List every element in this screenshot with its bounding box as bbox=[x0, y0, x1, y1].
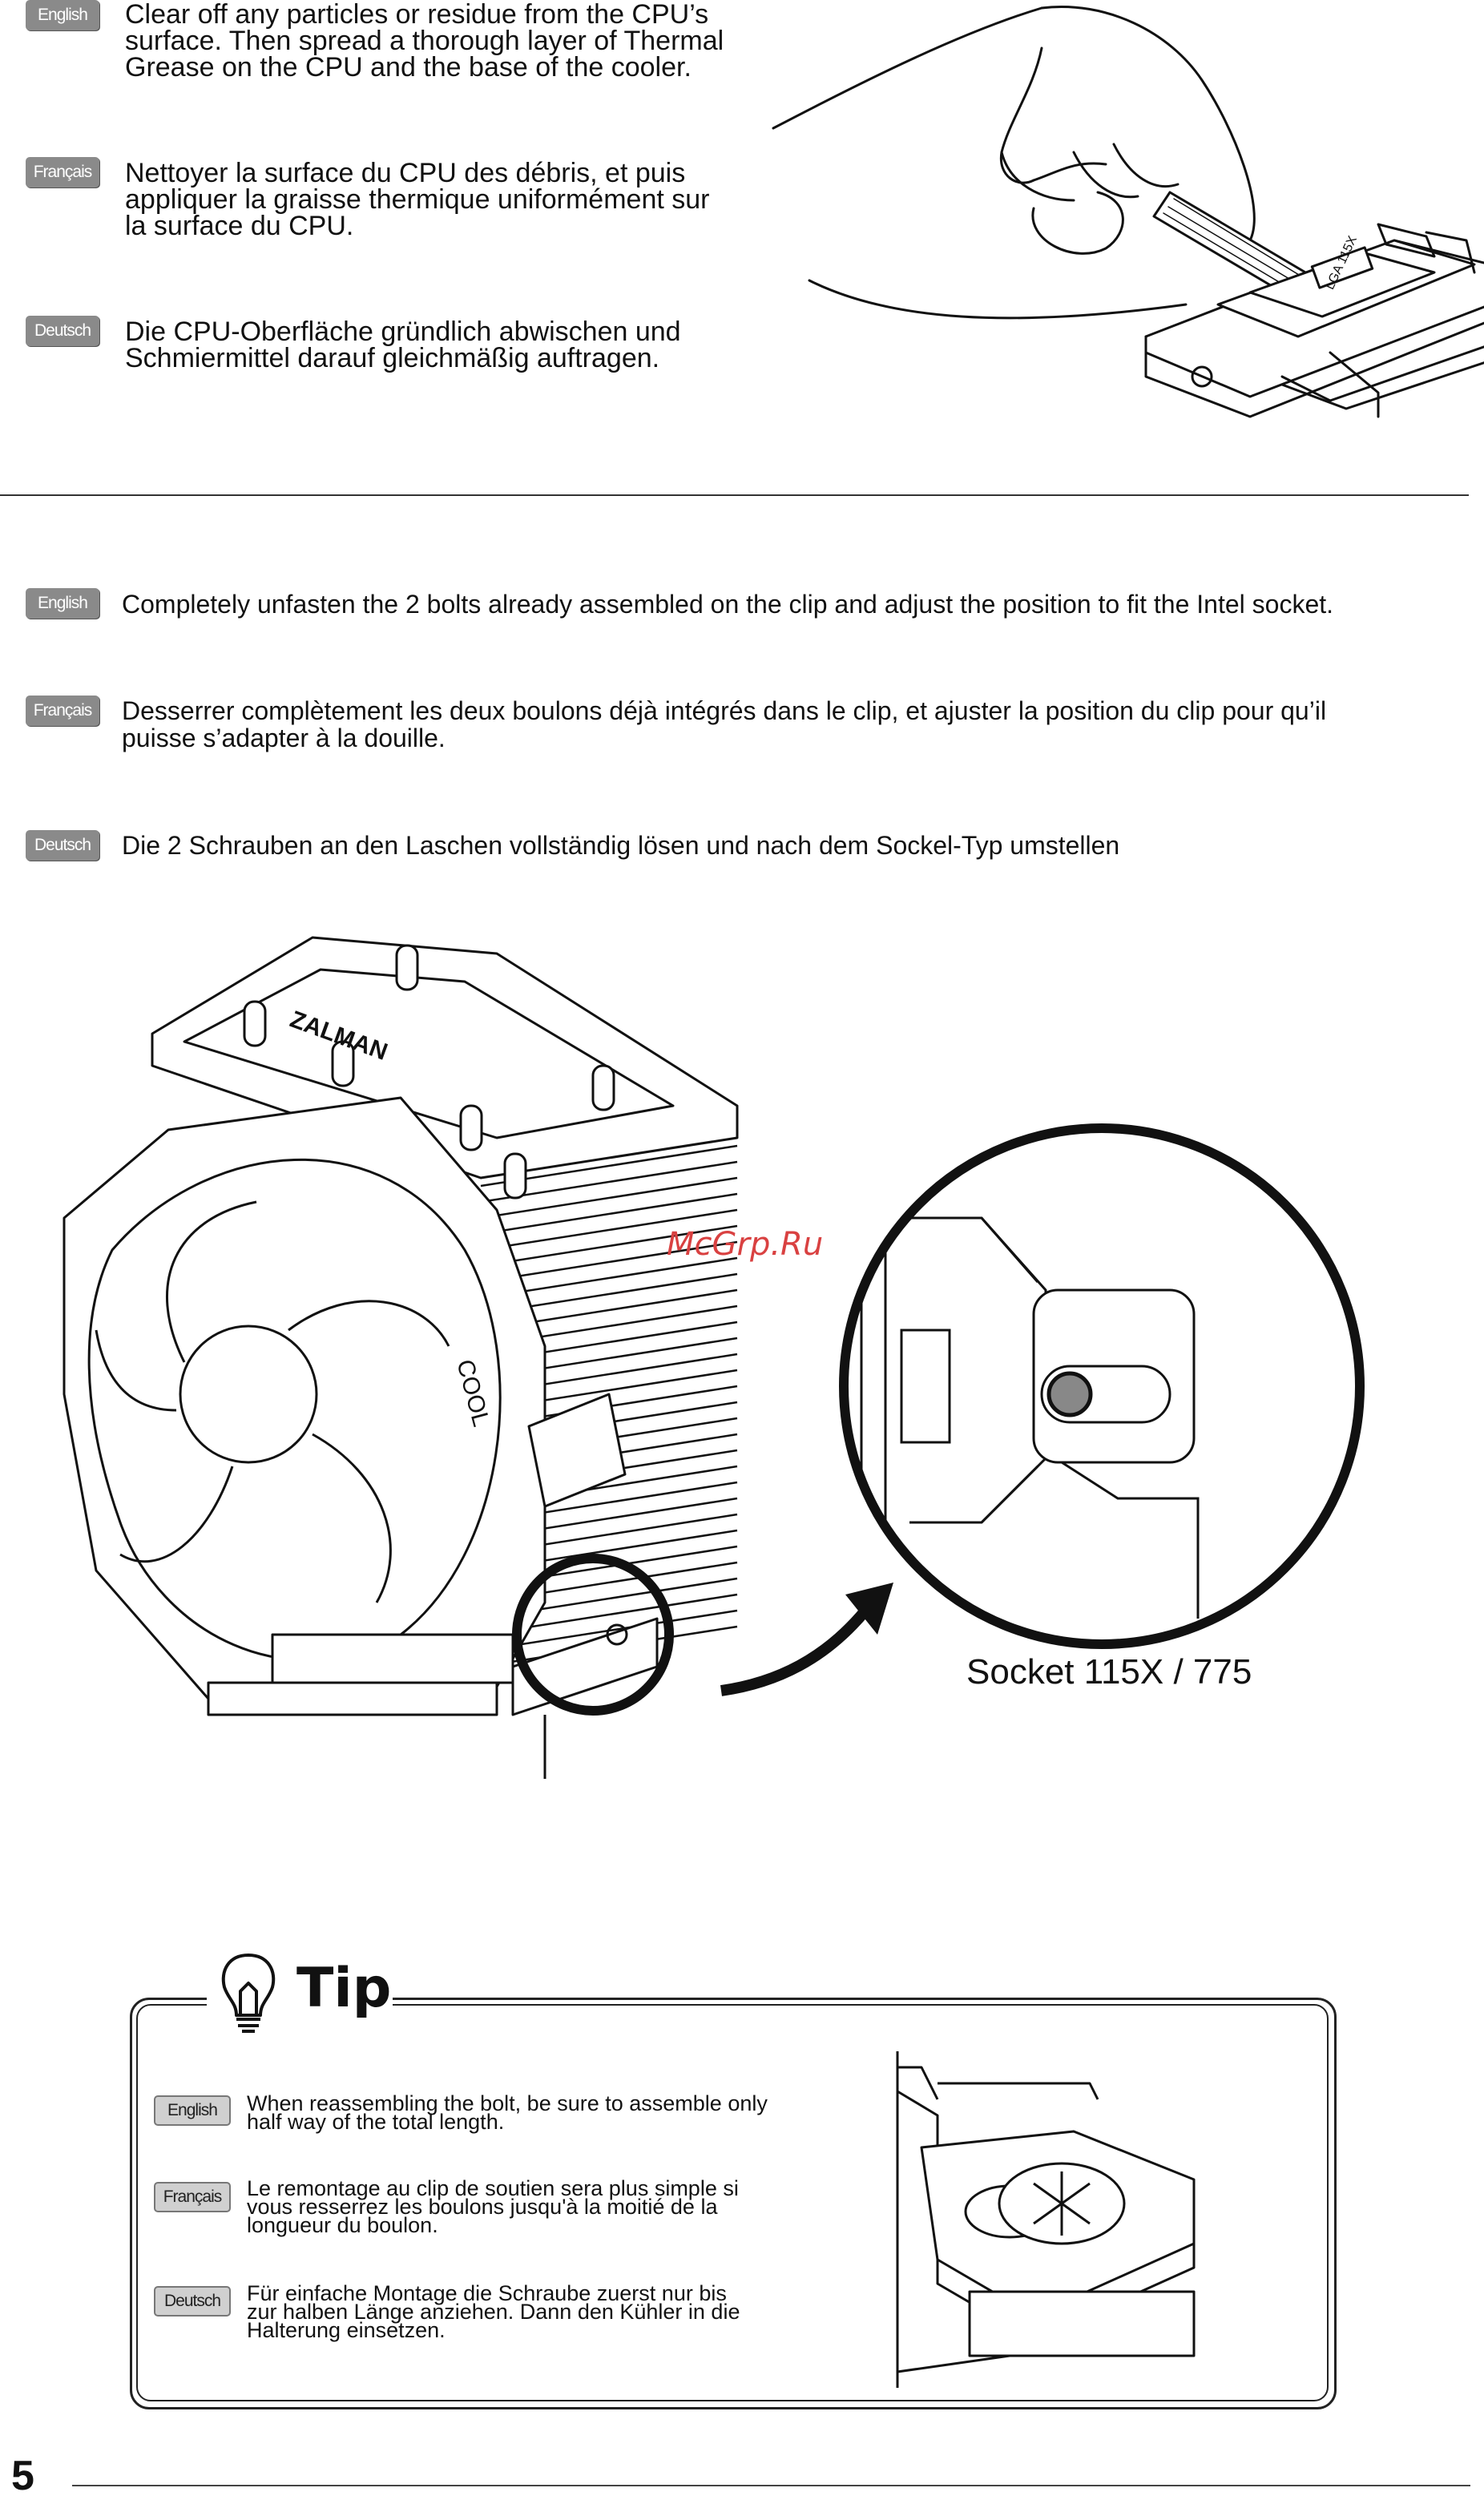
zoom-arrow bbox=[720, 1583, 893, 1696]
footer-rule bbox=[72, 2485, 1470, 2486]
tip-box bbox=[130, 1998, 1337, 2409]
section-divider bbox=[0, 494, 1469, 496]
socket-label: Socket 115X / 775 bbox=[966, 1652, 1252, 1692]
instruction-text-english: Clear off any particles or residue from … bbox=[125, 0, 724, 83]
lang-badge-german: Deutsch bbox=[26, 830, 99, 861]
lang-badge-german: Deutsch bbox=[26, 316, 99, 346]
tip-lang-badge-french: Français bbox=[154, 2182, 231, 2212]
page-number: 5 bbox=[11, 2453, 34, 2499]
tip-lang-badge-english: English bbox=[154, 2095, 231, 2126]
lightbulb-icon bbox=[221, 1954, 276, 2033]
socket-zoom-detail bbox=[839, 1123, 1365, 1649]
tip-text-english: When reassembling the bolt, be sure to a… bbox=[247, 2091, 768, 2134]
lang-badge-english: English bbox=[26, 0, 99, 30]
instruction-text-french: Nettoyer la surface du CPU des débris, e… bbox=[125, 158, 710, 241]
instruction-text-german: Die 2 Schrauben an den Laschen vollständ… bbox=[122, 831, 1120, 860]
lang-badge-english: English bbox=[26, 588, 99, 619]
watermark: McGrp.Ru bbox=[667, 1226, 824, 1263]
cpu-cooler-illustration: ZALMAN COOL bbox=[63, 936, 739, 1779]
tip-box-inner-border bbox=[136, 2004, 1329, 2401]
lang-badge-french: Français bbox=[26, 696, 99, 726]
bolt-illustration bbox=[896, 2051, 1196, 2388]
instruction-text-french: Desserrer complètement les deux boulons … bbox=[122, 696, 1327, 752]
tip-title: Tip bbox=[296, 1957, 392, 2020]
instruction-text-english: Completely unfasten the 2 bolts already … bbox=[122, 590, 1334, 619]
tip-text-german: Für einfache Montage die Schraube zuerst… bbox=[247, 2281, 740, 2342]
tip-lang-badge-german: Deutsch bbox=[154, 2286, 231, 2317]
tip-text-french: Le remontage au clip de soutien sera plu… bbox=[247, 2176, 739, 2237]
thermal-grease-illustration: LGA 115X bbox=[772, 6, 1484, 418]
instruction-text-german: Die CPU-Oberfläche gründlich abwischen u… bbox=[125, 317, 681, 373]
lang-badge-french: Français bbox=[26, 157, 99, 188]
